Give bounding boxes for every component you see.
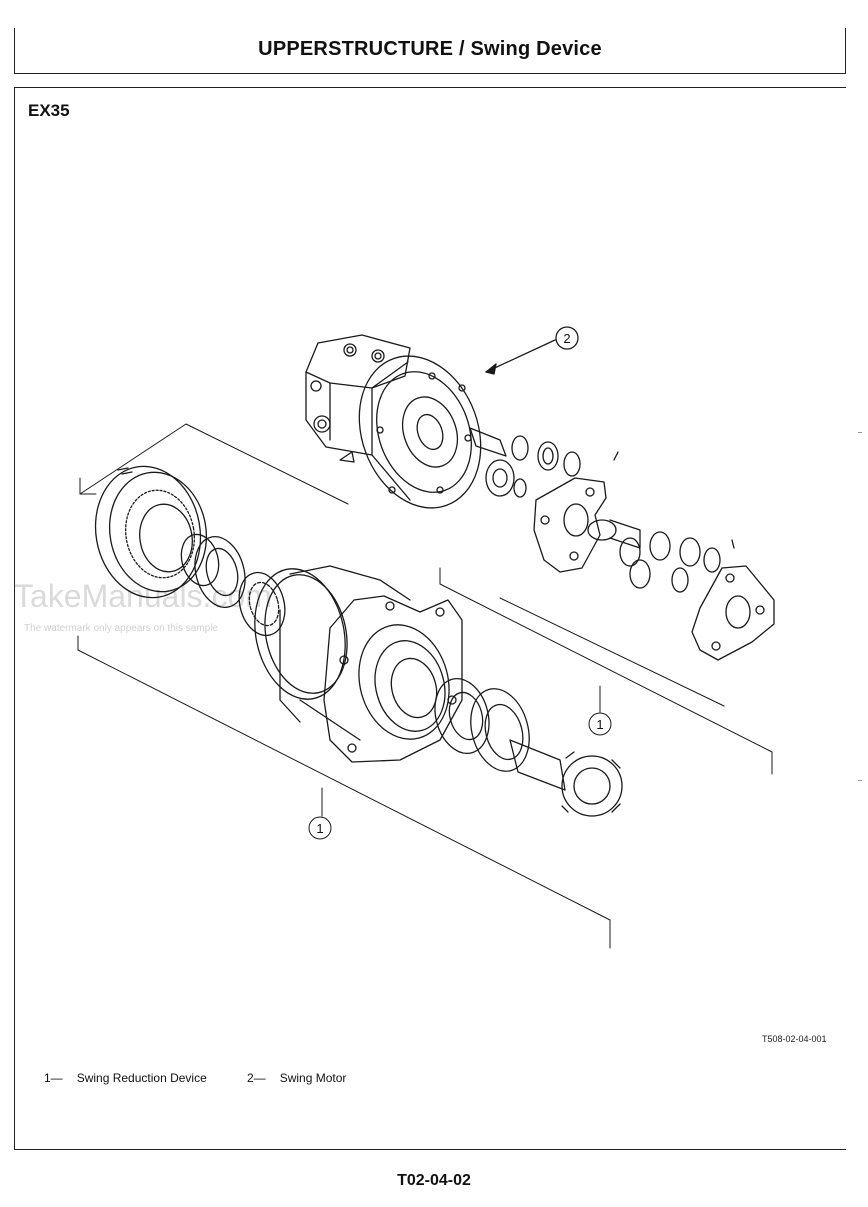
exploded-view-diagram: 2 1 1 <box>77 326 775 949</box>
swing-motor <box>305 326 581 509</box>
page-number: T02-04-02 <box>397 1172 471 1189</box>
callout-1b: 1 <box>316 821 323 836</box>
legend-number: 1— <box>44 1071 63 1085</box>
planetary-carrier-lower <box>691 565 775 661</box>
watermark: TakeManuals.com <box>14 578 272 614</box>
callout-2: 2 <box>563 331 570 346</box>
reduction-housing <box>254 565 463 763</box>
content-frame <box>14 87 846 1150</box>
edge-mark <box>858 432 862 433</box>
output-assembly <box>434 678 623 817</box>
planetary-carrier-upper <box>533 451 735 593</box>
legend-number: 2— <box>247 1071 266 1085</box>
legend-label: Swing Reduction Device <box>76 1071 207 1085</box>
watermark-note: The watermark only appears on this sampl… <box>24 623 218 634</box>
edge-mark <box>858 780 862 781</box>
bracket-lines <box>77 423 773 949</box>
callout-1a: 1 <box>596 717 603 732</box>
page-title: UPPERSTRUCTURE / Swing Device <box>258 38 602 60</box>
figure-id: T508-02-04-001 <box>762 1034 827 1044</box>
legend-label: Swing Motor <box>279 1071 347 1085</box>
legend-item-2: 2— Swing Motor <box>247 1071 346 1085</box>
bearings <box>180 533 286 637</box>
model-label: EX35 <box>28 101 70 120</box>
ring-gear <box>94 465 208 599</box>
legend-item-1: 1— Swing Reduction Device <box>44 1071 207 1085</box>
header-box: UPPERSTRUCTURE / Swing Device <box>14 28 846 74</box>
